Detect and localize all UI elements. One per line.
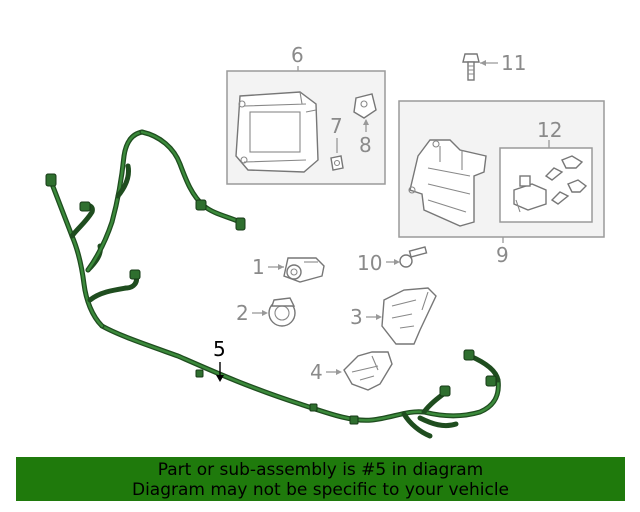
bolt-part-10 (399, 246, 428, 268)
callout-6: 6 (291, 43, 304, 67)
callout-2: 2 (236, 301, 249, 325)
callout-1: 1 (252, 255, 265, 279)
bolt-part-11 (462, 53, 480, 81)
module-bracket-part (408, 139, 487, 227)
callout-4: 4 (310, 360, 323, 384)
bracket-part-4 (343, 351, 393, 391)
callout-12: 12 (537, 118, 562, 142)
info-banner: Part or sub-assembly is #5 in diagram Di… (16, 457, 625, 501)
callout-10: 10 (357, 251, 382, 275)
callout-7: 7 (330, 114, 343, 138)
callout-3: 3 (350, 305, 363, 329)
bezel-part-2 (268, 297, 296, 327)
control-module-part (235, 91, 319, 173)
bracket-part-8 (353, 93, 377, 119)
banner-line-1: Part or sub-assembly is #5 in diagram (157, 460, 484, 480)
sensor-part-1 (283, 257, 325, 283)
callout-5: 5 (213, 337, 226, 361)
banner-line-2: Diagram may not be specific to your vehi… (131, 480, 509, 500)
callout-8: 8 (359, 133, 372, 157)
bolt-set-part-12 (513, 155, 588, 213)
wiring-harness-part-5 (45, 129, 501, 439)
callout-9: 9 (496, 243, 509, 267)
clip-part-7 (330, 155, 344, 171)
bracket-part-3 (381, 287, 437, 345)
callout-11: 11 (501, 51, 526, 75)
